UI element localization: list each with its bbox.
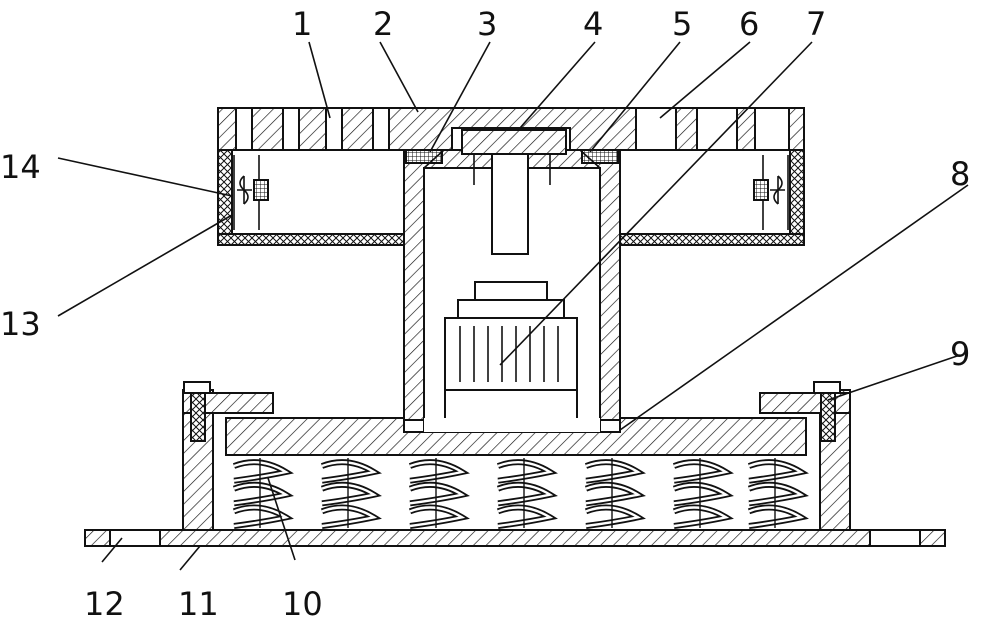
label-9: 9 bbox=[950, 335, 970, 373]
label-11: 11 bbox=[178, 585, 219, 623]
label-8: 8 bbox=[950, 155, 970, 193]
label-3: 3 bbox=[477, 5, 497, 43]
label-14: 14 bbox=[0, 148, 41, 186]
bolt-left bbox=[183, 381, 211, 442]
label-13: 13 bbox=[0, 305, 41, 343]
vent-hole bbox=[635, 107, 677, 151]
spring-group bbox=[232, 458, 809, 529]
vent-hole bbox=[754, 107, 790, 151]
label-1: 1 bbox=[292, 5, 312, 43]
spring-icon bbox=[496, 458, 558, 529]
motor bbox=[444, 281, 578, 433]
label-7: 7 bbox=[806, 5, 826, 43]
fan-left-icon bbox=[237, 175, 269, 205]
foot-hole-right bbox=[869, 529, 921, 547]
leader-lines bbox=[57, 41, 969, 571]
label-6: 6 bbox=[739, 5, 759, 43]
bottom-plate bbox=[84, 529, 946, 547]
filter-mesh-right bbox=[789, 149, 805, 246]
right-chamber bbox=[614, 149, 805, 246]
spring-icon bbox=[408, 458, 470, 529]
rotating-cap bbox=[461, 129, 567, 255]
vent-hole bbox=[282, 107, 300, 151]
base-plate bbox=[225, 417, 807, 456]
vent-hole bbox=[696, 107, 738, 151]
spring-icon bbox=[747, 458, 809, 529]
vent-hole bbox=[372, 107, 390, 151]
label-4: 4 bbox=[583, 5, 603, 43]
label-10: 10 bbox=[282, 585, 323, 623]
left-chamber bbox=[217, 149, 408, 246]
lower-housing bbox=[84, 389, 946, 547]
label-12: 12 bbox=[84, 585, 125, 623]
spring-icon bbox=[232, 458, 294, 529]
bolt-right bbox=[813, 381, 841, 442]
label-5: 5 bbox=[672, 5, 692, 43]
label-2: 2 bbox=[373, 5, 393, 43]
foot-hole-left bbox=[109, 529, 161, 547]
vent-hole bbox=[235, 107, 253, 151]
spring-icon bbox=[672, 458, 734, 529]
filter-mesh-left bbox=[217, 149, 233, 246]
spring-icon bbox=[320, 458, 382, 529]
fan-right-icon bbox=[753, 175, 785, 205]
spring-icon bbox=[584, 458, 646, 529]
